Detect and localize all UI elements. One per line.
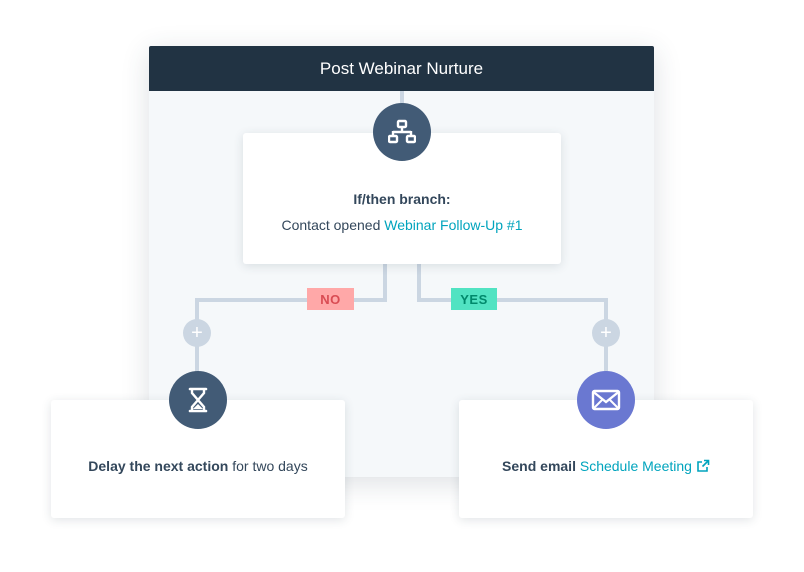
- yes-branch-tag: YES: [451, 288, 497, 310]
- send-email-text: Send email Schedule Meeting: [459, 458, 753, 476]
- branch-condition: Contact opened Webinar Follow-Up #1: [243, 217, 561, 233]
- schedule-meeting-link[interactable]: Schedule Meeting: [579, 458, 692, 474]
- branch-icon: [373, 103, 431, 161]
- delay-action-rest: for two days: [232, 458, 308, 474]
- external-link-icon[interactable]: [696, 459, 710, 476]
- connector-no-down: [383, 264, 387, 302]
- add-step-button-yes[interactable]: +: [592, 319, 620, 347]
- envelope-icon: [577, 371, 635, 429]
- branch-title: If/then branch:: [353, 191, 451, 207]
- no-branch-tag: NO: [307, 288, 354, 310]
- connector-no-horizontal: [195, 298, 387, 302]
- delay-action-bold: Delay the next action: [88, 458, 229, 474]
- hourglass-icon: [169, 371, 227, 429]
- workflow-title: Post Webinar Nurture: [149, 46, 654, 91]
- add-step-button-no[interactable]: +: [183, 319, 211, 347]
- connector-yes-down: [417, 264, 421, 302]
- branch-condition-prefix: Contact opened: [281, 217, 381, 233]
- delay-action-text: Delay the next action for two days: [51, 458, 345, 474]
- branch-condition-link[interactable]: Webinar Follow-Up #1: [384, 217, 523, 233]
- send-email-bold: Send email: [502, 458, 576, 474]
- connector-yes-horizontal: [417, 298, 608, 302]
